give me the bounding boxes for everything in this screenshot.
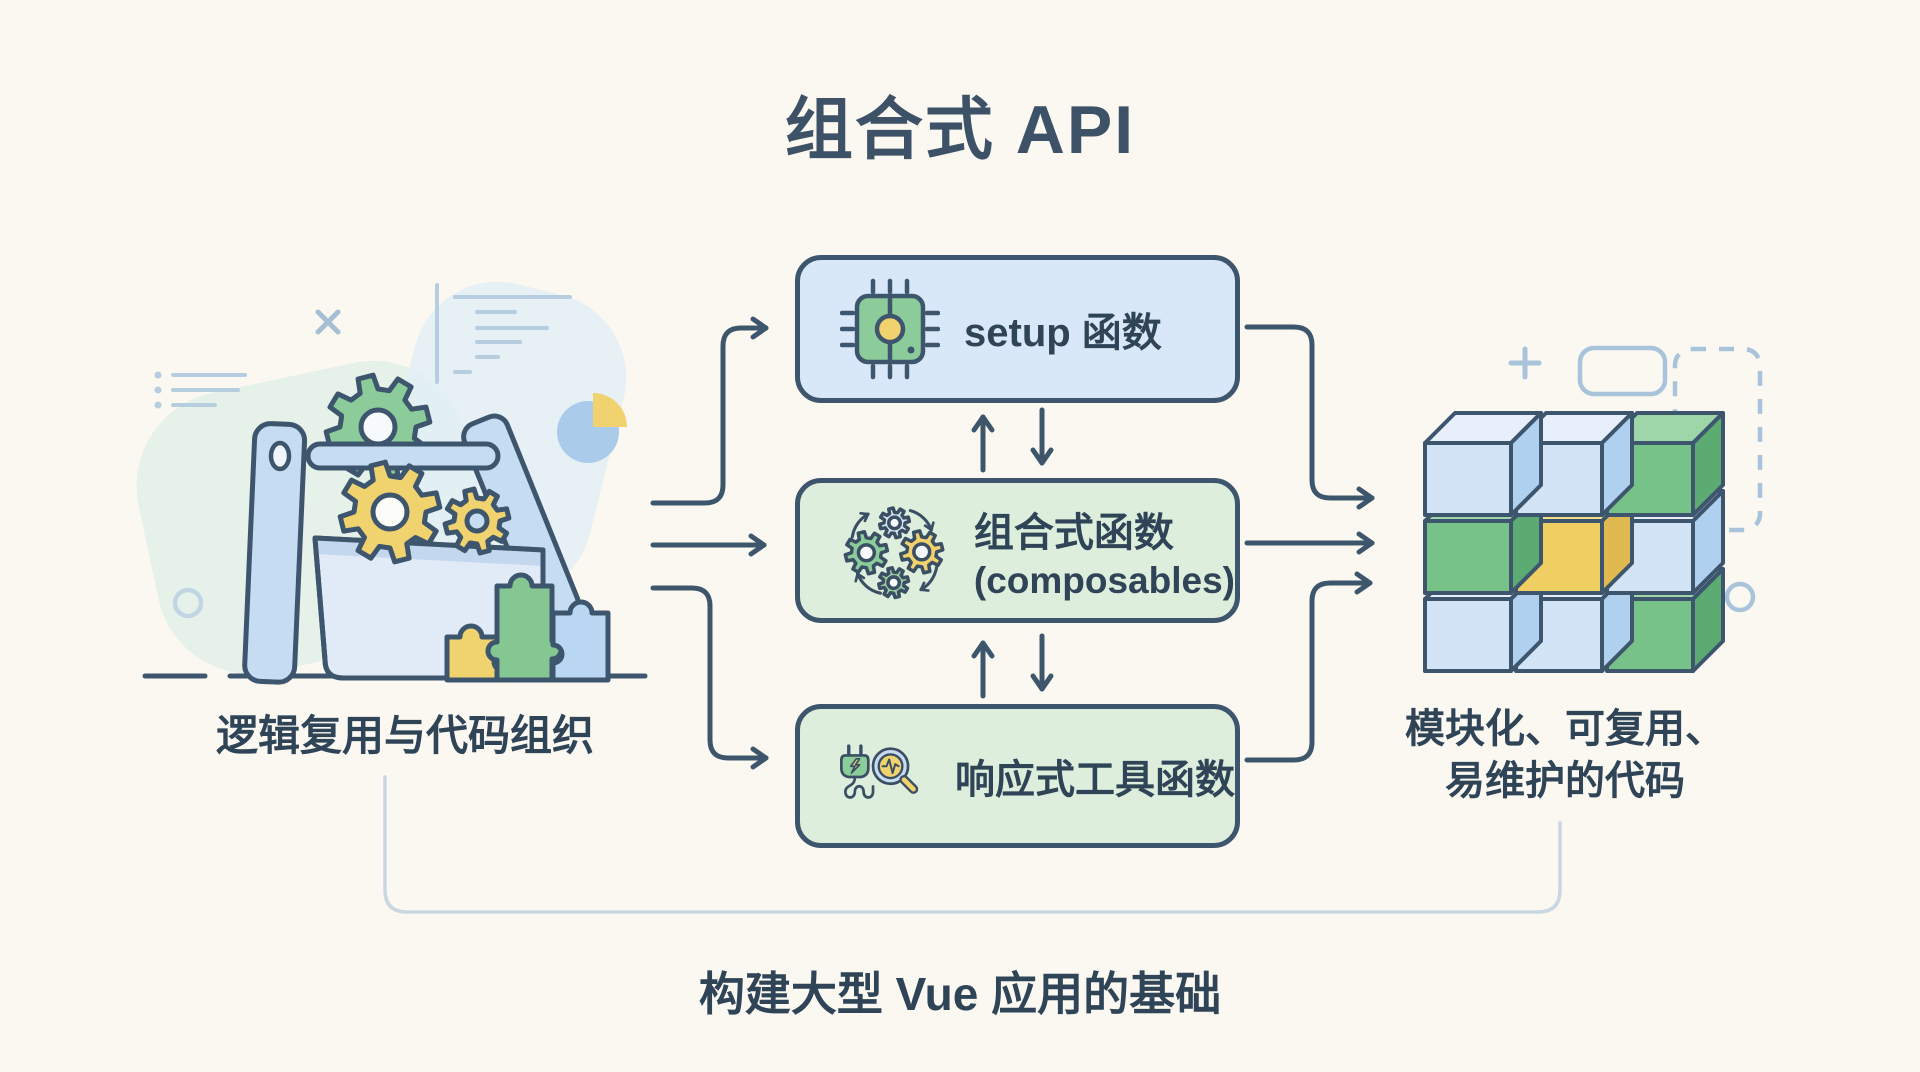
toolbox-left-support xyxy=(242,421,308,685)
page-title: 组合式 API xyxy=(784,92,1136,168)
decor-pie-chart xyxy=(557,393,627,463)
decor-circle xyxy=(1724,581,1756,613)
chip-icon xyxy=(840,278,940,380)
cube-cell xyxy=(1423,441,1513,517)
cube-illustration xyxy=(1423,345,1763,673)
decor-x-mark xyxy=(315,309,341,335)
flow-box-reactive-utils: 响应式工具函数 xyxy=(795,704,1240,848)
decor-list-lines xyxy=(171,283,572,407)
composables-box-label: 组合式函数 xyxy=(973,510,1174,555)
decor-plus-icon xyxy=(1508,346,1542,380)
toolbox-handle-bar xyxy=(305,441,501,471)
decor-outline-rect xyxy=(1577,345,1668,397)
gears-cycle-icon xyxy=(843,505,945,599)
right-caption-line1: 模块化、可复用、 xyxy=(1405,707,1725,751)
left-caption: 逻辑复用与代码组织 xyxy=(215,712,594,759)
cube-cell xyxy=(1423,597,1513,673)
flow-box-setup: setup 函数 xyxy=(795,255,1240,403)
plug-search-icon xyxy=(840,744,919,799)
decor-list-bullets xyxy=(154,371,162,409)
toolbox xyxy=(242,372,611,685)
decor-circle xyxy=(172,587,204,619)
toolbox-handle-hole xyxy=(268,440,292,472)
cube-3d xyxy=(1423,411,1725,673)
bottom-caption: 构建大型 Vue 应用的基础 xyxy=(698,968,1222,1020)
flow-box-composables: 组合式函数 (composables) xyxy=(795,478,1240,623)
puzzle-piece-blue xyxy=(550,599,611,683)
right-caption: 模块化、可复用、 易维护的代码 xyxy=(1330,703,1800,807)
reactive-box-label: 响应式工具函数 xyxy=(955,758,1235,802)
right-caption-line2: 易维护的代码 xyxy=(1445,759,1685,803)
arrow-setup-to-cube xyxy=(1244,324,1375,510)
toolbox-illustration xyxy=(136,281,648,685)
yellow-gear-small-hole xyxy=(464,508,490,534)
cube-cell xyxy=(1423,519,1513,595)
composables-box-sublabel: (composables) xyxy=(973,559,1235,601)
composables-box-labels: 组合式函数 (composables) xyxy=(974,500,1235,602)
puzzle-piece-green xyxy=(485,572,564,683)
green-gear-hole xyxy=(358,407,398,447)
yellow-gear-hole xyxy=(370,492,410,532)
setup-box-label: setup 函数 xyxy=(964,311,1162,355)
